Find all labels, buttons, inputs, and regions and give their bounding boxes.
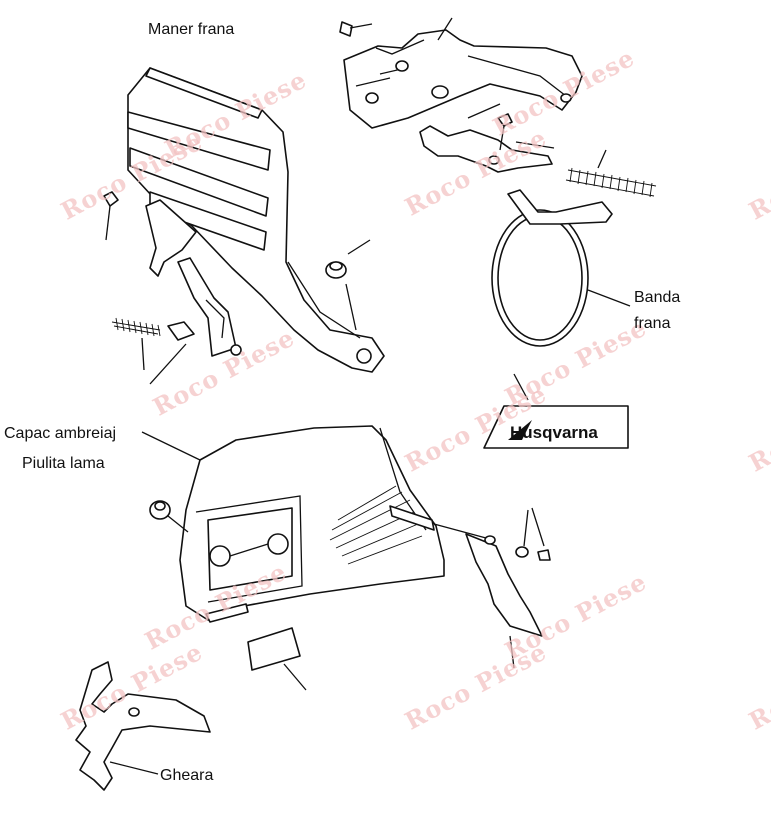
brake-bracket-part bbox=[339, 17, 583, 129]
label-piulita-lama: Piulita lama bbox=[22, 455, 105, 472]
brake-band-part bbox=[491, 189, 631, 347]
bushing-part bbox=[325, 239, 371, 331]
clutch-cover-part bbox=[141, 425, 445, 623]
screw-and-spring-left bbox=[103, 191, 195, 385]
label-capac-ambreiaj: Capac ambreiaj bbox=[4, 425, 117, 442]
cover-block-part bbox=[247, 627, 307, 691]
chain-deflector-part bbox=[433, 507, 551, 669]
husqvarna-sticker bbox=[483, 373, 629, 449]
label-frana: frana bbox=[634, 315, 671, 332]
label-gheara: Gheara bbox=[160, 767, 214, 784]
bumper-spike-part bbox=[75, 661, 211, 791]
brake-handle-part bbox=[127, 67, 385, 373]
brake-latch-part bbox=[419, 113, 555, 173]
husqvarna-logo-text: Husqvarna bbox=[510, 423, 598, 442]
label-banda: Banda bbox=[634, 289, 681, 306]
label-maner-frana: Maner frana bbox=[148, 21, 235, 38]
brake-spring-part bbox=[565, 149, 657, 198]
bar-nut-part bbox=[149, 500, 189, 533]
